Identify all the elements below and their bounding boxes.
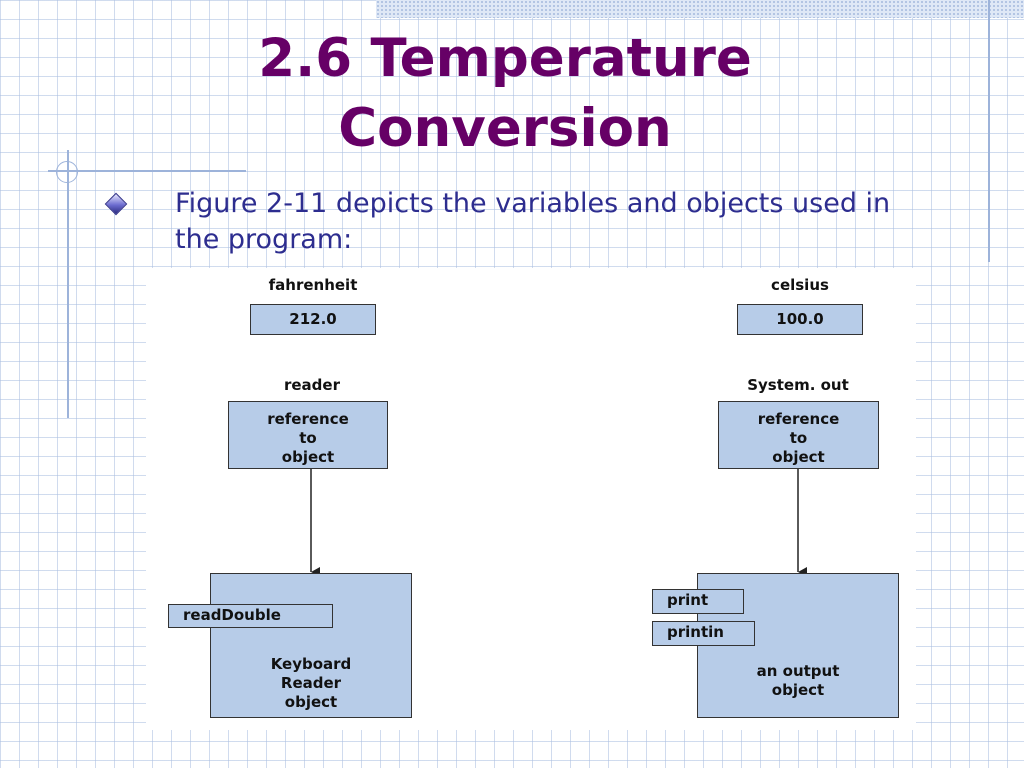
celsius-value-box: 100.0	[737, 304, 863, 335]
fahrenheit-value-box: 212.0	[250, 304, 376, 335]
keyboard-reader-line1: Keyboard	[270, 655, 352, 673]
read-double-method-box: readDouble	[168, 604, 333, 628]
system-out-reference-box: reference to object	[718, 401, 879, 469]
reader-ref-line1: reference	[267, 410, 349, 428]
system-out-ref-line3: object	[772, 448, 825, 466]
printin-method-box: printin	[652, 621, 755, 646]
reader-ref-line2: to	[299, 429, 317, 447]
reader-ref-line3: object	[281, 448, 335, 466]
output-object-label: an output object	[698, 662, 898, 700]
diamond-bullet-icon	[104, 192, 128, 216]
decorative-left-vertical-line	[67, 150, 69, 418]
system-out-ref-line1: reference	[757, 410, 840, 428]
celsius-label: celsius	[771, 276, 829, 294]
variables-objects-figure: fahrenheit 212.0 celsius 100.0 reader re…	[146, 268, 916, 730]
print-method-box: print	[652, 589, 744, 614]
reader-label: reader	[283, 376, 340, 394]
output-object-line2: object	[771, 681, 825, 699]
keyboard-reader-object-label: Keyboard Reader object	[211, 655, 411, 712]
reader-reference-box: reference to object	[228, 401, 388, 469]
slide-title: 2.6 Temperature Conversion	[0, 24, 1010, 164]
fahrenheit-label: fahrenheit	[268, 276, 358, 294]
keyboard-reader-object-box: Keyboard Reader object	[210, 573, 412, 718]
decorative-right-vertical-line	[988, 0, 990, 262]
slide-title-line1: 2.6 Temperature	[258, 28, 752, 89]
connector-arrows	[310, 469, 807, 577]
system-out-label: System. out	[747, 376, 849, 394]
bullet-text: Figure 2-11 depicts the variables and ob…	[175, 188, 891, 255]
slide-title-line2: Conversion	[338, 98, 672, 159]
decorative-top-band	[376, 0, 1024, 18]
keyboard-reader-line2: Reader	[280, 674, 342, 692]
decorative-left-horizontal-line	[48, 170, 246, 172]
keyboard-reader-line3: object	[284, 693, 338, 711]
system-out-ref-line2: to	[789, 429, 808, 447]
decorative-circle	[56, 161, 78, 183]
output-object-line1: an output	[756, 662, 840, 680]
